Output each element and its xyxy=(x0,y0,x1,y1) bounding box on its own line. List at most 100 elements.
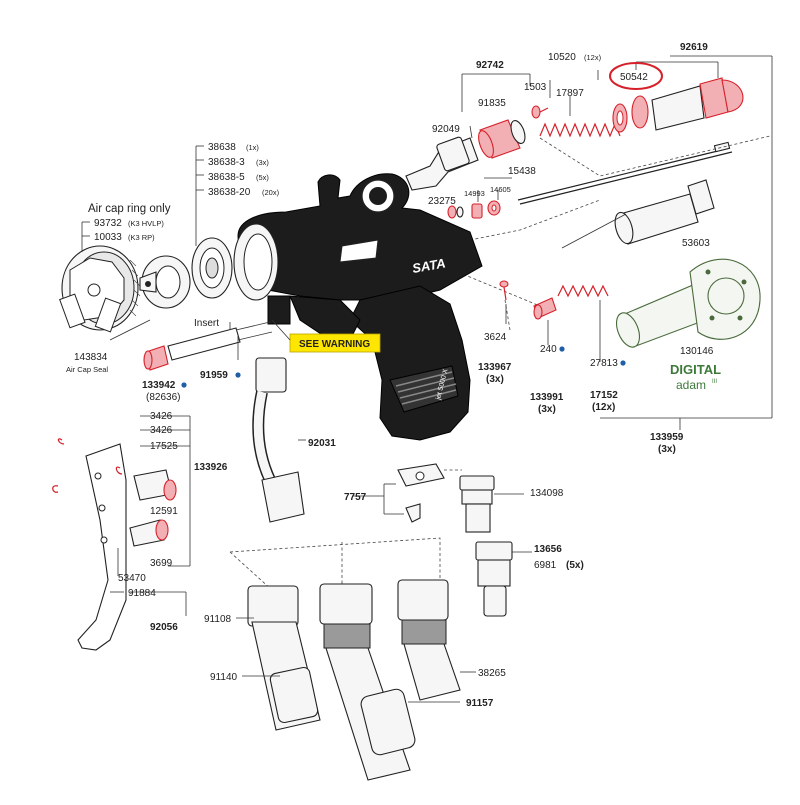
label-92031: 92031 xyxy=(308,438,336,449)
distributor-ring-38638 xyxy=(191,237,233,299)
see-warning-text: SEE WARNING xyxy=(299,339,370,350)
label-91157: 91157 xyxy=(466,698,494,709)
label-10520-qty: (12x) xyxy=(584,53,602,62)
piston-53603 xyxy=(614,179,715,245)
nozzle xyxy=(139,255,191,309)
label-14605: 14605 xyxy=(490,185,511,194)
label-130146: 130146 xyxy=(680,346,714,357)
label-38638-5: 38638-5 xyxy=(208,172,245,183)
label-38638-3: 38638-3 xyxy=(208,157,245,168)
label-digital: DIGITAL xyxy=(670,362,721,377)
label-12591: 12591 xyxy=(150,506,178,517)
label-50542: 50542 xyxy=(620,72,648,83)
bracket-air-cap xyxy=(81,221,90,252)
label-91108: 91108 xyxy=(204,614,232,625)
dash-couplings xyxy=(229,537,441,592)
air-nipple-13656 xyxy=(475,541,532,617)
label-133959-qty: (3x) xyxy=(658,444,676,455)
labels-top: 92742 10520 (12x) 92619 1503 91835 17897… xyxy=(208,42,708,207)
label-91959: 91959 xyxy=(200,370,228,381)
label-133991: 133991 xyxy=(530,392,564,403)
label-91884: 91884 xyxy=(128,588,156,599)
label-53603: 53603 xyxy=(682,238,710,249)
label-10033: 10033 xyxy=(94,232,122,243)
label-1503: 1503 xyxy=(524,82,547,93)
label-38638: 38638 xyxy=(208,142,236,153)
label-15438: 15438 xyxy=(508,166,536,177)
label-10033-qty: (K3 RP) xyxy=(128,233,155,242)
label-93732-qty: (K3 HVLP) xyxy=(128,219,164,228)
label-6981-qty: (5x) xyxy=(566,560,584,571)
coupling-91157 xyxy=(319,583,416,781)
dash-upper xyxy=(469,199,601,241)
label-92742: 92742 xyxy=(476,60,504,71)
label-82636: (82636) xyxy=(146,392,180,403)
label-23275: 23275 xyxy=(428,196,456,207)
dot-240 xyxy=(559,346,565,352)
bracket-133959 xyxy=(600,55,773,430)
label-133959: 133959 xyxy=(650,432,684,443)
label-91140: 91140 xyxy=(210,672,238,683)
label-3426-b: 3426 xyxy=(150,425,173,436)
label-93732: 93732 xyxy=(94,218,122,229)
label-91835: 91835 xyxy=(478,98,506,109)
pin-3624 xyxy=(499,280,509,324)
label-3699: 3699 xyxy=(150,558,173,569)
bracket-38638 xyxy=(195,145,204,246)
dot-133942 xyxy=(181,382,187,388)
label-133967: 133967 xyxy=(478,362,512,373)
bracket-92742 xyxy=(461,73,531,112)
digital-module-130146 xyxy=(615,258,761,348)
leader-lines xyxy=(229,70,627,703)
label-133942: 133942 xyxy=(142,380,176,391)
bracket-133926 xyxy=(140,415,191,567)
label-134098: 134098 xyxy=(530,488,564,499)
parts-15438-group xyxy=(447,177,512,219)
label-17525: 17525 xyxy=(150,441,178,452)
trigger-assembly xyxy=(52,438,177,651)
leader-143834 xyxy=(109,319,151,341)
label-240: 240 xyxy=(540,344,557,355)
insert-91959 xyxy=(143,321,273,371)
label-adam-sup: III xyxy=(712,379,717,385)
label-air-cap-seal: Air Cap Seal xyxy=(66,365,108,374)
dot-27813 xyxy=(620,360,626,366)
label-17152-qty: (12x) xyxy=(592,402,615,413)
label-38638-3-qty: (3x) xyxy=(256,158,269,167)
label-insert: Insert xyxy=(194,318,219,329)
label-10520: 10520 xyxy=(548,52,576,63)
label-92056: 92056 xyxy=(150,622,178,633)
air-cap-ring xyxy=(59,245,141,333)
label-7757: 7757 xyxy=(344,492,367,503)
coupling-38265 xyxy=(397,579,461,701)
label-143834: 143834 xyxy=(74,352,108,363)
label-air-cap-title: Air cap ring only xyxy=(88,203,171,215)
label-17897: 17897 xyxy=(556,88,584,99)
label-38638-5-qty: (5x) xyxy=(256,173,269,182)
highlight-circle-50542 xyxy=(609,62,663,90)
label-92619: 92619 xyxy=(680,42,708,53)
label-38265: 38265 xyxy=(478,668,506,679)
label-3426-a: 3426 xyxy=(150,411,173,422)
labels-mid: 3624 133967 (3x) 240 133991 (3x) 27813 1… xyxy=(478,238,721,455)
ring-50542 xyxy=(612,95,649,133)
parts-7757 xyxy=(397,463,445,523)
label-3624: 3624 xyxy=(484,332,507,343)
labels-lower: 3426 3426 17525 133926 92031 7757 134098… xyxy=(118,411,584,709)
coupling-91108 xyxy=(247,585,321,731)
fluid-tube-92031 xyxy=(252,357,305,523)
bracket-92056 xyxy=(110,591,187,616)
adjusting-knob-92619 xyxy=(651,77,744,131)
spray-gun-body xyxy=(233,173,483,441)
label-13656: 13656 xyxy=(534,544,562,555)
label-adam: adam xyxy=(676,378,706,392)
dot-91959 xyxy=(235,372,241,378)
dash-needle-path xyxy=(539,135,771,177)
label-133926: 133926 xyxy=(194,462,228,473)
spring-17897 xyxy=(539,122,621,138)
label-6981: 6981 xyxy=(534,560,557,571)
parts-240-27813 xyxy=(533,284,609,362)
gun-brand-logo: SATA xyxy=(411,255,447,276)
label-38638-20: 38638-20 xyxy=(208,187,251,198)
air-connector-134098 xyxy=(459,475,524,533)
